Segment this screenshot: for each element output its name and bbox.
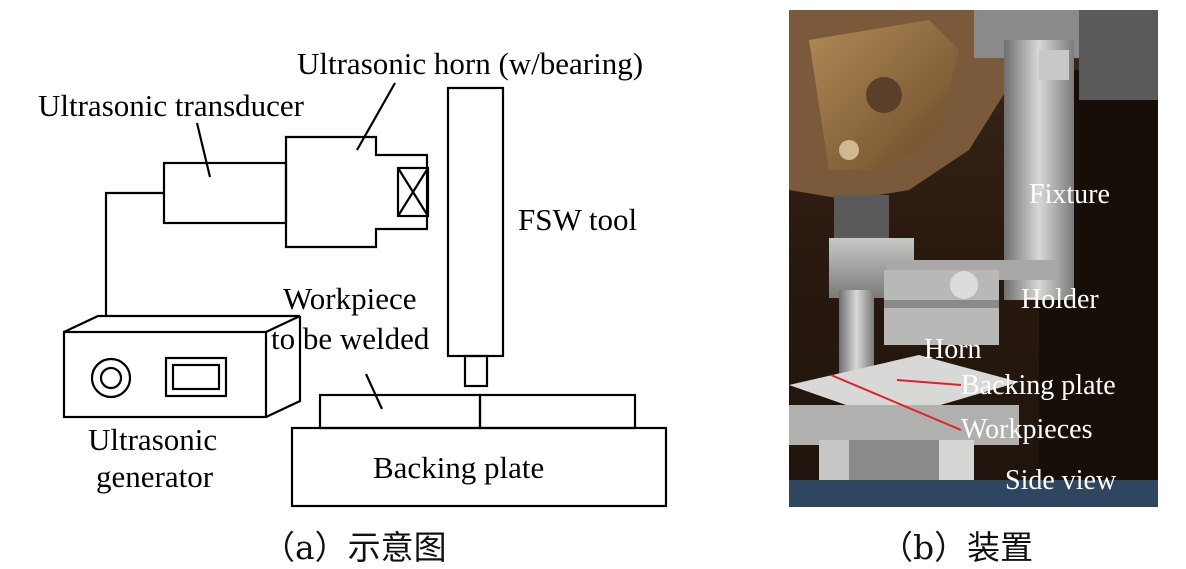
ultrasonic-transducer <box>162 161 288 225</box>
label-fsw-tool: FSW tool <box>518 202 637 237</box>
knob-icon <box>90 357 132 399</box>
apparatus-photo: Fixture Holder Horn Backing plate Workpi… <box>789 10 1158 507</box>
bearing-icon <box>396 166 430 218</box>
photo-label-horn: Horn <box>924 334 982 365</box>
label-generator-1: Ultrasonic <box>88 422 217 457</box>
fsw-tool <box>446 86 505 358</box>
cable <box>104 191 164 316</box>
schematic-diagram: Ultrasonic horn (w/bearing) Ultrasonic t… <box>38 46 668 508</box>
workpiece-left <box>318 393 482 430</box>
label-backing-plate: Backing plate <box>373 450 544 485</box>
caption-b: （b）装置 <box>880 528 1034 567</box>
photo-label-workpieces: Workpieces <box>961 414 1092 445</box>
ultrasonic-horn <box>284 135 429 249</box>
fsw-tool-pin <box>463 354 489 388</box>
caption-a: （a）示意图 <box>262 528 447 567</box>
photo-label-side-view: Side view <box>1005 465 1117 496</box>
backing-plate <box>290 426 668 508</box>
photo-label-holder: Holder <box>1021 284 1099 315</box>
label-workpiece-1: Workpiece <box>283 281 417 316</box>
photo-label-fixture: Fixture <box>1029 179 1110 210</box>
ultrasonic-generator <box>62 330 268 419</box>
photo-label-backing-plate: Backing plate <box>961 370 1116 401</box>
label-transducer: Ultrasonic transducer <box>38 88 305 123</box>
display-icon <box>164 356 228 398</box>
label-workpiece-2: to be welded <box>271 321 430 356</box>
label-horn: Ultrasonic horn (w/bearing) <box>297 46 643 81</box>
workpiece-right <box>478 393 637 430</box>
leader-workpieces <box>830 374 962 431</box>
label-generator-2: generator <box>96 459 214 494</box>
leader-backing-plate <box>896 379 962 386</box>
